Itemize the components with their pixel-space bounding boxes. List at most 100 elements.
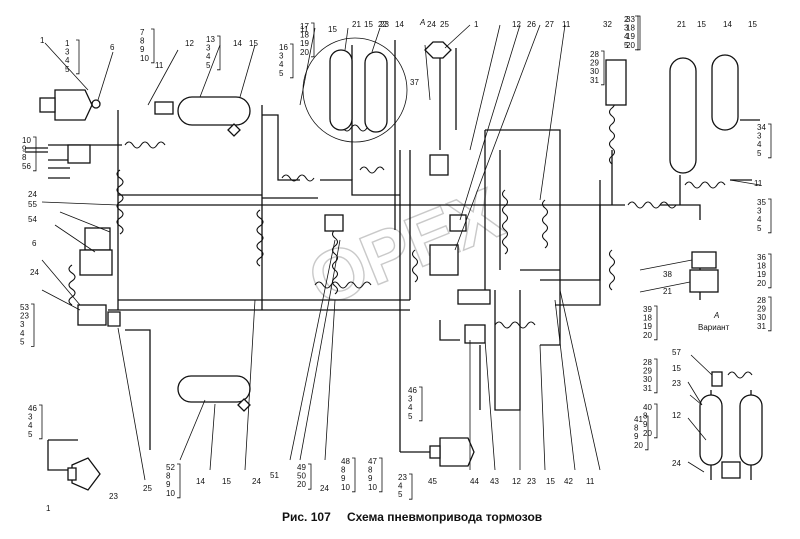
stack-label: 5 (757, 149, 762, 158)
callout: 14 (723, 20, 732, 29)
callout: 11 (754, 179, 763, 188)
control-box-55 (84, 227, 111, 251)
stack-bracket (379, 457, 383, 493)
stack-label: 17 (300, 22, 309, 31)
stack-label: 29 (757, 305, 766, 314)
stack-label: 9 (643, 420, 648, 429)
stack-label: 30 (757, 313, 766, 322)
stack-label: 29 (590, 59, 599, 68)
callout: 24 (30, 268, 39, 277)
stack-bracket (352, 457, 356, 493)
stack-label: 10 (140, 54, 149, 63)
stack-label: 29 (643, 367, 652, 376)
valve-box-10 (324, 214, 344, 232)
stack-bracket (76, 39, 80, 75)
brake-chamber-bottom-left (67, 457, 101, 491)
stack-label: 5 (408, 412, 413, 421)
pressure-regulator (154, 101, 174, 115)
stack-bracket (768, 123, 772, 159)
stack-label: 18 (643, 314, 652, 323)
receiver-15 (364, 51, 388, 133)
stack-label: 3 (757, 207, 762, 216)
callout: 14 (395, 20, 404, 29)
callout: 11 (155, 61, 164, 70)
callout: 23 (109, 492, 118, 501)
callout: 55 (28, 200, 37, 209)
stack-label: 4 (408, 403, 413, 412)
stack-label: 19 (643, 322, 652, 331)
callout: 12 (672, 411, 681, 420)
callout: 24 (252, 477, 261, 486)
relay-valve (464, 324, 486, 344)
stack-label: 20 (626, 41, 635, 50)
stack-label: 56 (22, 162, 31, 171)
stack-label: 50 (297, 472, 306, 481)
components (39, 37, 763, 491)
variant-letter: А (713, 311, 719, 320)
stack-label: 9 (22, 145, 27, 154)
stack-label: 49 (297, 463, 306, 472)
callout: 45 (428, 477, 437, 486)
stack-label: 53 (20, 303, 29, 312)
stack-bracket (768, 253, 772, 289)
stack-label: 20 (757, 279, 766, 288)
callout: 11 (300, 25, 309, 34)
valve-cap-25 (107, 311, 121, 327)
stack-label: 8 (368, 466, 373, 475)
callout: 37 (410, 78, 419, 87)
stack-label: 5 (624, 41, 629, 50)
callout: 54 (28, 215, 37, 224)
stack-bracket (31, 303, 35, 347)
callout: 11 (562, 20, 571, 29)
callout: 25 (440, 20, 449, 29)
callout: 21 (663, 287, 672, 296)
callout: 15 (748, 20, 757, 29)
receiver-21 (329, 49, 353, 131)
stack-label: 4 (624, 32, 629, 41)
callout: 38 (663, 270, 672, 279)
stack-label: 19 (626, 32, 635, 41)
stack-label: 9 (140, 45, 145, 54)
stack-bracket (308, 463, 312, 490)
stack-label: 9 (634, 432, 639, 441)
callout: 6 (32, 239, 37, 248)
stack-label: 30 (590, 67, 599, 76)
stack-label: 3 (624, 24, 629, 33)
callout: 32 (603, 20, 612, 29)
stack-label: 9 (341, 474, 346, 483)
valve-24-top (424, 41, 452, 59)
stack-label: 9 (368, 474, 373, 483)
stack-label: 4 (65, 56, 70, 65)
callout: 44 (470, 477, 479, 486)
callout: 14 (196, 477, 205, 486)
stack-label: 5 (206, 61, 211, 70)
callout: 12 (512, 477, 521, 486)
brake-chamber-bottom-center (429, 437, 475, 467)
stack-label: 18 (757, 262, 766, 271)
valve-27 (429, 244, 459, 276)
receiver-right-21 (669, 57, 697, 174)
stack-label: 10 (22, 136, 31, 145)
stack-label: 10 (166, 489, 175, 498)
callout: 21 (677, 20, 686, 29)
stack-bracket (645, 415, 649, 451)
callout: 23 (380, 20, 389, 29)
stack-label: 4 (28, 421, 33, 430)
stack-label: 3 (206, 44, 211, 53)
callout: 24 (28, 190, 37, 199)
stack-bracket (654, 358, 658, 394)
callout: 1 (474, 20, 479, 29)
stack-label: 4 (279, 60, 284, 69)
callout: 42 (564, 477, 573, 486)
stack-label: 5 (20, 337, 25, 346)
stack-bracket (635, 15, 639, 51)
stack-label: 7 (140, 28, 145, 37)
stack-label: 8 (140, 37, 145, 46)
stack-label: 1 (65, 39, 70, 48)
callout-labels: 1 6 11 12 14 15 11 15 21 15 23 14 24 1 2… (28, 20, 763, 513)
stack-label: 31 (757, 322, 766, 331)
callout: 51 (270, 471, 279, 480)
callout: 25 (143, 484, 152, 493)
callout: 15 (249, 39, 258, 48)
